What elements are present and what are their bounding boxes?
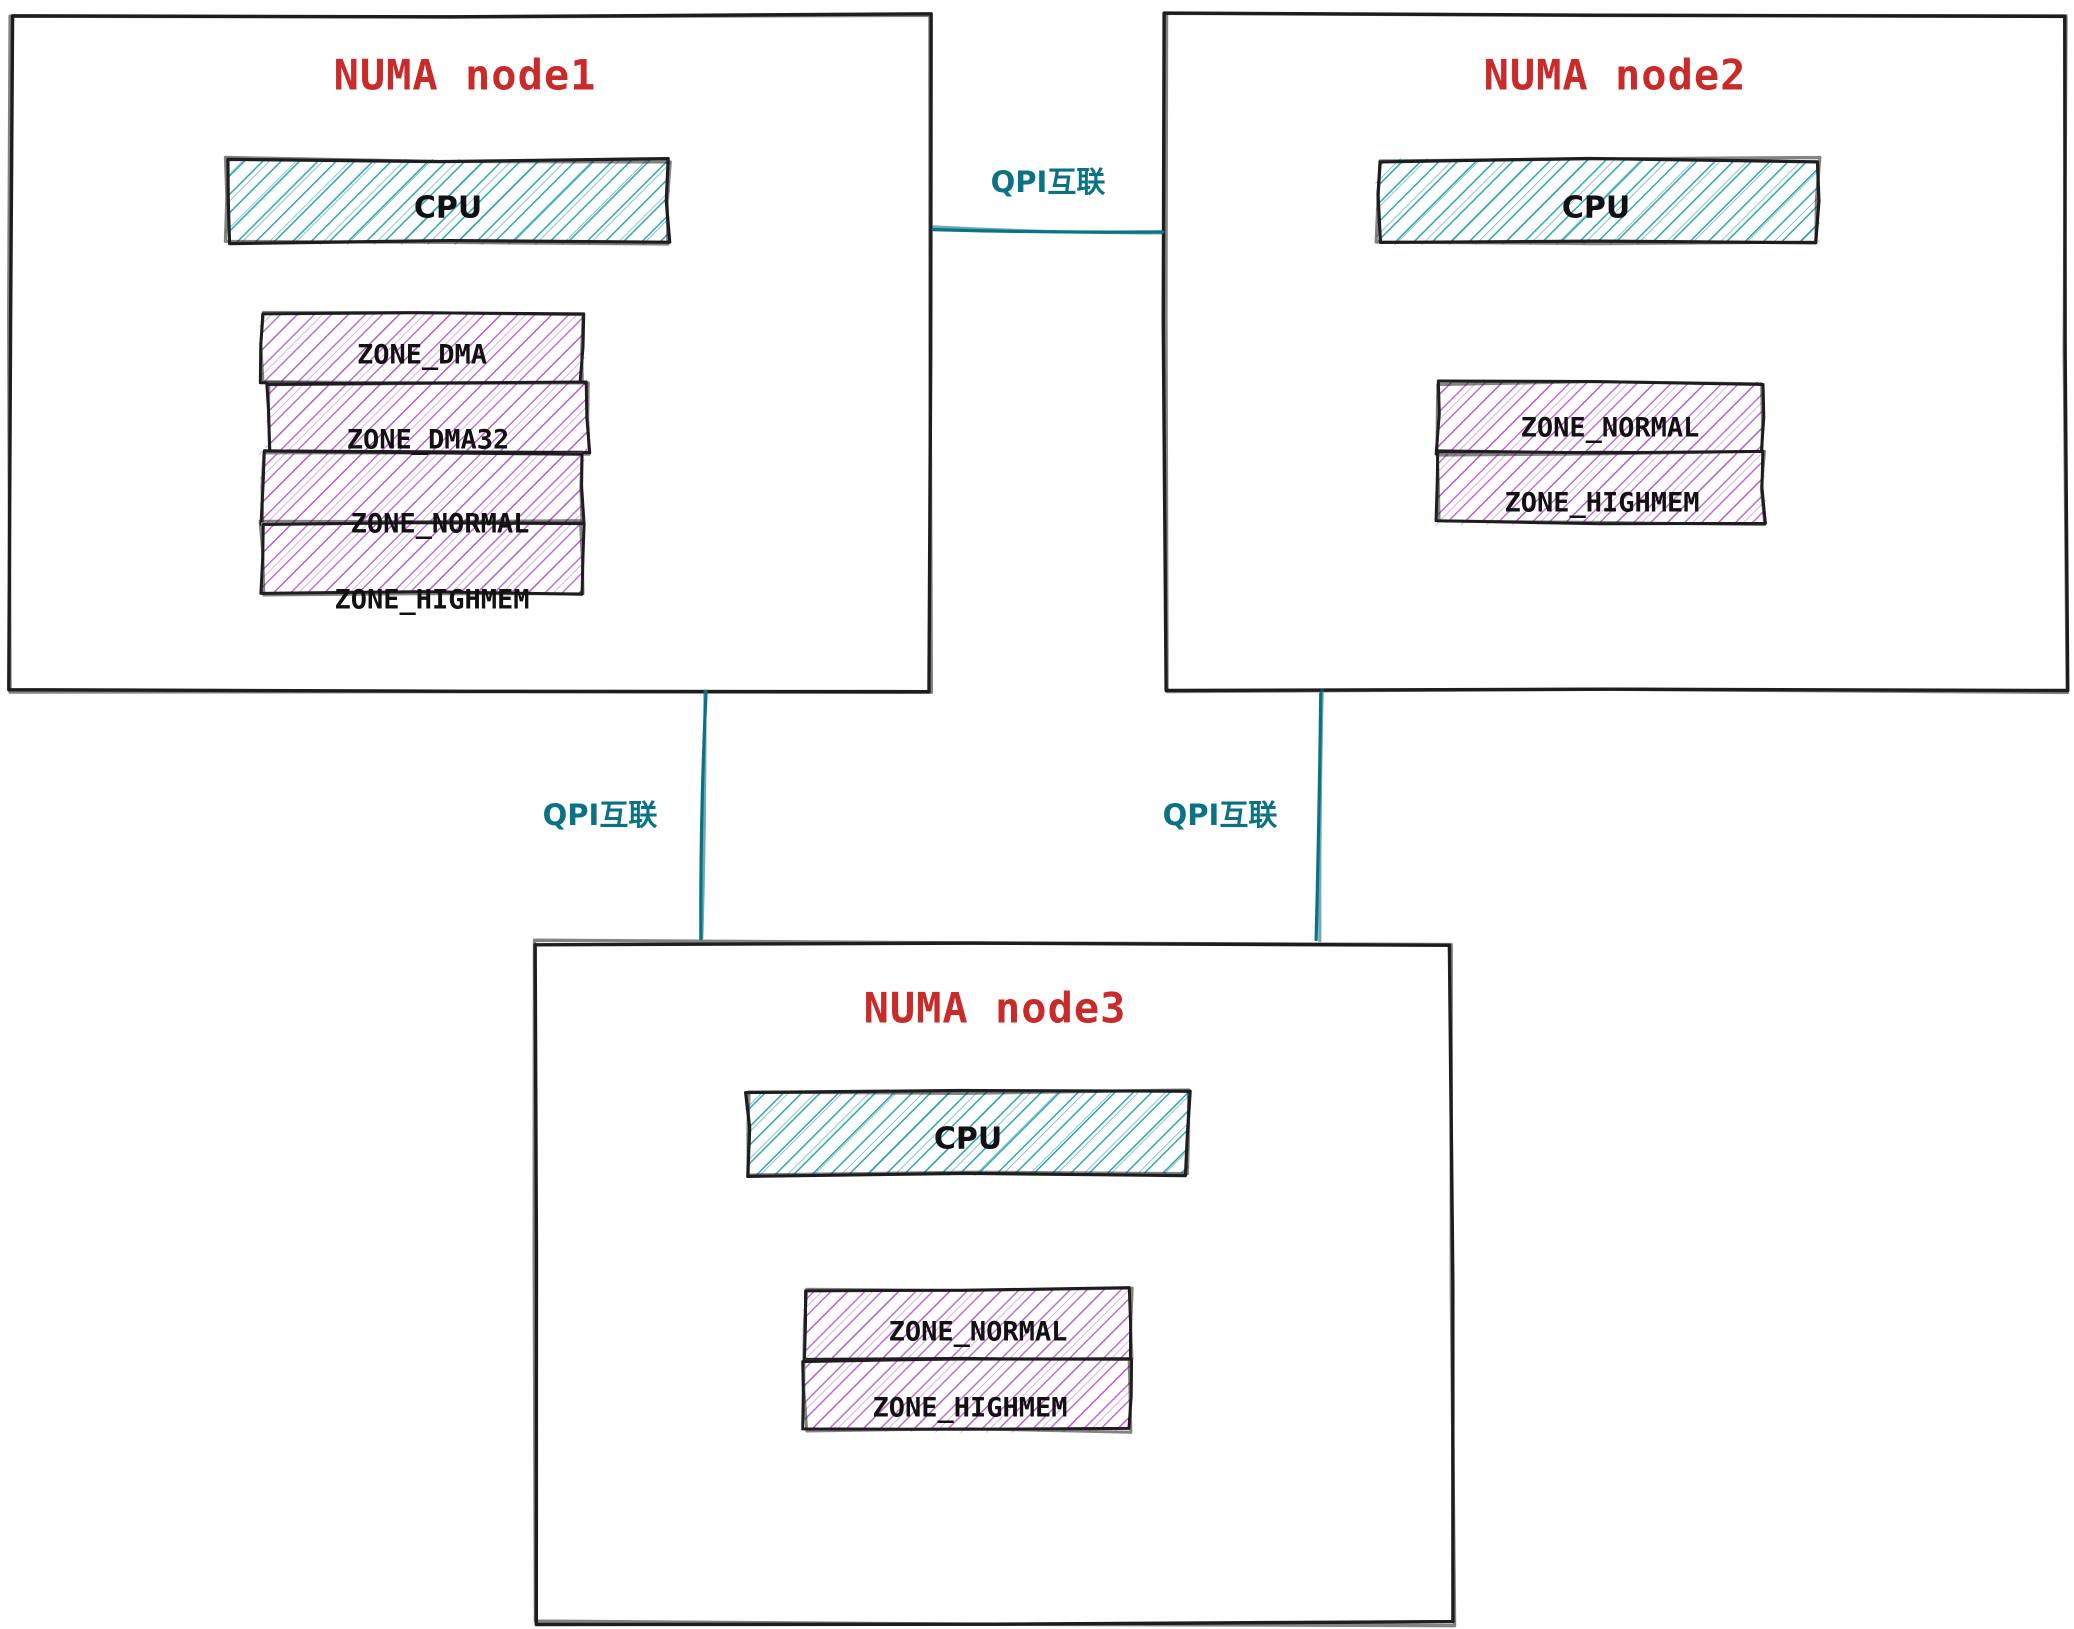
zone-box-node3-0: [802, 1286, 1134, 1364]
zone-box-node3-1: [801, 1357, 1134, 1434]
numa-node-node3: [532, 938, 1457, 1628]
cpu-label-node3: CPU: [933, 1121, 1003, 1157]
zone-box-node1-0: [258, 310, 586, 387]
zone-label-node1-3: ZONE_HIGHMEM: [334, 584, 530, 616]
zone-label-node1-2: ZONE_NORMAL: [350, 508, 530, 540]
node-title-node1: NUMA node1: [333, 50, 597, 100]
link-node1-node3: [699, 689, 708, 941]
cpu-box-node2: [1374, 155, 1822, 246]
cpu-box-node3: [744, 1088, 1192, 1178]
zone-label-node1-1: ZONE_DMA32: [346, 424, 510, 456]
zone-label-node2-0: ZONE_NORMAL: [1520, 412, 1700, 444]
link-node1-node2-label: QPI互联: [990, 165, 1106, 199]
zone-box-node2-0: [1434, 379, 1766, 456]
link-node1-node3-label: QPI互联: [542, 798, 658, 832]
zone-box-node1-1: [265, 380, 592, 456]
link-node1-node2: [931, 225, 1165, 235]
numa-node-node2: [1161, 11, 2070, 695]
cpu-box-node1: [223, 155, 672, 246]
link-node2-node3-label: QPI互联: [1162, 798, 1278, 832]
cpu-label-node1: CPU: [413, 190, 483, 226]
zone-label-node1-0: ZONE_DMA: [356, 339, 488, 371]
zone-box-node1-3: [258, 519, 586, 597]
node-title-node2: NUMA node2: [1483, 50, 1747, 100]
cpu-label-node2: CPU: [1561, 190, 1631, 226]
zone-label-node2-1: ZONE_HIGHMEM: [1504, 487, 1700, 519]
zone-box-node2-1: [1434, 449, 1767, 527]
zone-box-node1-2: [258, 449, 586, 527]
numa-node-node1: [7, 12, 934, 695]
zone-label-node3-0: ZONE_NORMAL: [888, 1316, 1068, 1348]
link-node2-node3: [1314, 688, 1324, 943]
zone-label-node3-1: ZONE_HIGHMEM: [872, 1392, 1068, 1424]
node-title-node3: NUMA node3: [863, 983, 1127, 1033]
